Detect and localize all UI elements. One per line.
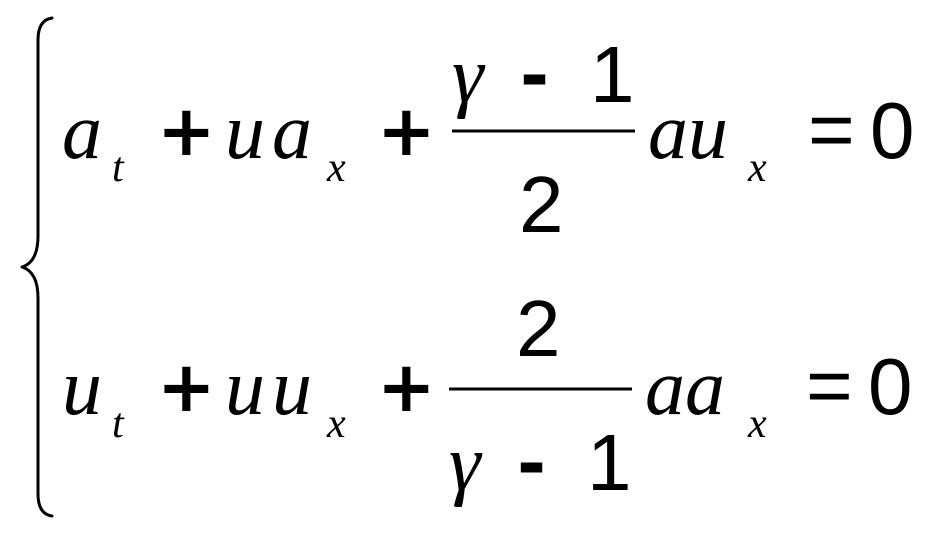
row2-frac-den-gamma: γ [449, 420, 483, 508]
row2-frac-den-minus: - [517, 423, 546, 505]
row1-u: u [225, 88, 265, 176]
row2-sub-x: x [326, 401, 346, 447]
row2-frac-den-one: 1 [587, 418, 632, 507]
row2-sub-t: t [112, 401, 125, 447]
row1-sub-x-2: x [747, 145, 767, 191]
row1-a-2: a [272, 88, 312, 176]
row2-equals: = [806, 341, 853, 430]
equation-row-2: u t + u u x + 2 γ - 1 aa x = 0 [62, 284, 913, 508]
row2-aa: aa [645, 344, 725, 432]
row1-sub-t: t [112, 145, 125, 191]
left-brace-icon [20, 16, 54, 518]
row1-frac-num-minus: - [520, 35, 549, 117]
row1-frac-den: 2 [519, 160, 564, 249]
equation-row-1: a t + u a x + γ - 1 2 au x = 0 [62, 30, 915, 249]
row2-u-2: u [225, 344, 265, 432]
row1-sub-x: x [326, 145, 346, 191]
row2-frac-num: 2 [516, 284, 561, 373]
row1-au: au [648, 88, 728, 176]
row1-plus-2: + [377, 90, 436, 172]
row2-u: u [62, 344, 102, 432]
row1-frac-num-one: 1 [590, 30, 635, 119]
row1-rhs: 0 [870, 86, 915, 175]
row2-sub-x-2: x [747, 401, 767, 447]
row2-u-3: u [272, 344, 312, 432]
row1-plus-1: + [157, 90, 216, 172]
row2-rhs: 0 [868, 342, 913, 431]
row1-a: a [62, 88, 102, 176]
row1-equals: = [808, 85, 855, 174]
row2-plus-2: + [377, 346, 436, 428]
row2-plus-1: + [157, 346, 216, 428]
row1-frac-num-gamma: γ [452, 32, 486, 120]
